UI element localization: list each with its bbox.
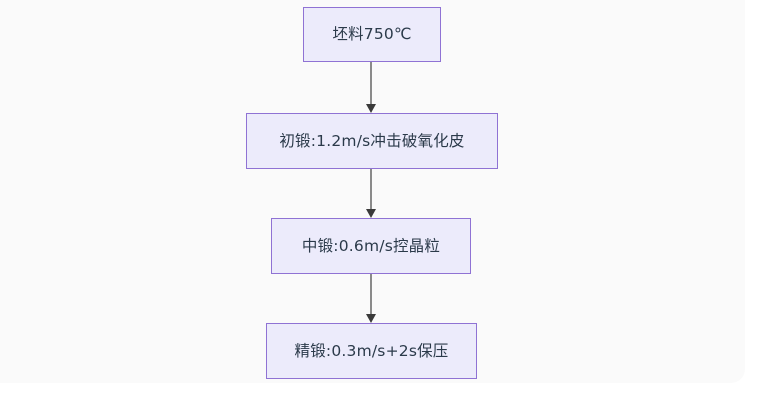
flow-node-label: 初锻:1.2m/s冲击破氧化皮 xyxy=(279,131,465,150)
connector-line xyxy=(370,274,372,316)
flow-node-finish-forging[interactable]: 精锻:0.3m/s+2s保压 xyxy=(266,323,477,379)
connector-line xyxy=(370,62,372,106)
flow-node-rough-forging[interactable]: 初锻:1.2m/s冲击破氧化皮 xyxy=(246,113,498,169)
arrowhead-icon xyxy=(366,104,376,113)
arrowhead-icon xyxy=(366,209,376,218)
flow-connector-arrow xyxy=(366,169,376,218)
flowchart-canvas: 坯料750℃ 初锻:1.2m/s冲击破氧化皮 中锻:0.6m/s控晶粒 精锻:0… xyxy=(246,7,498,379)
flow-node-label: 中锻:0.6m/s控晶粒 xyxy=(301,236,441,255)
flow-node-billet[interactable]: 坯料750℃ xyxy=(303,7,441,62)
flow-connector-arrow xyxy=(366,274,376,323)
connector-line xyxy=(370,169,372,211)
flow-node-label: 坯料750℃ xyxy=(332,25,412,44)
flow-connector-arrow xyxy=(366,62,376,113)
arrowhead-icon xyxy=(366,314,376,323)
flow-node-label: 精锻:0.3m/s+2s保压 xyxy=(294,341,449,360)
flow-node-medium-forging[interactable]: 中锻:0.6m/s控晶粒 xyxy=(271,218,471,274)
